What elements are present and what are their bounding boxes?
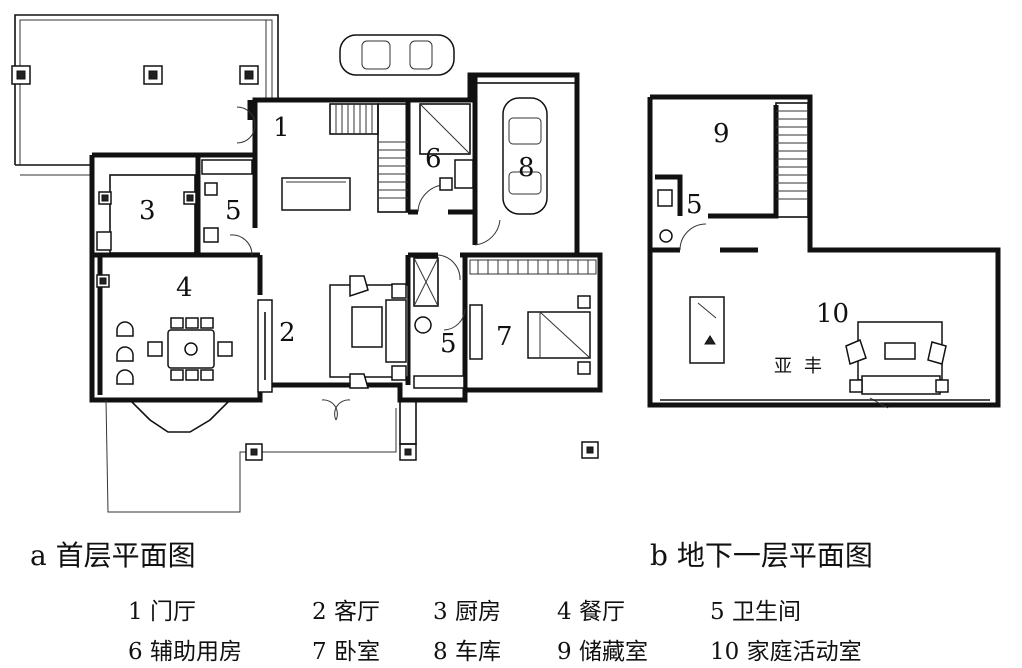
legend-item-1: 1 门厅 <box>128 599 196 625</box>
legend-item-4: 4 餐厅 <box>557 599 625 625</box>
garage-car-icon <box>502 97 548 215</box>
legend-item-10: 10 家庭活动室 <box>710 639 862 665</box>
room-number-6: 6 <box>425 144 442 174</box>
room-number-5-left: 5 <box>225 196 242 226</box>
bed <box>527 295 591 375</box>
room-number-10: 10 <box>816 299 849 329</box>
room-number-3: 3 <box>139 196 156 226</box>
room-number-5-right: 5 <box>440 329 457 359</box>
floor-plan-drawing: 亚 丰 1 2 3 4 5 6 8 5 7 9 5 10 <box>11 14 1001 513</box>
legend-item-9: 9 储藏室 <box>557 639 648 665</box>
legend-item-3: 3 厨房 <box>433 599 501 625</box>
sofa-set <box>329 275 409 389</box>
room-number-7: 7 <box>496 322 513 352</box>
legend-item-8: 8 车库 <box>433 639 501 665</box>
room-number-5-basement: 5 <box>686 190 703 220</box>
caption-basement: b 地下一层平面图 <box>650 539 873 572</box>
caption-ground-floor: a 首层平面图 <box>30 539 196 572</box>
legend-item-2: 2 客厅 <box>312 599 380 625</box>
legend-item-6: 6 辅助用房 <box>128 639 242 665</box>
room-number-9: 9 <box>713 119 730 149</box>
ground-floor-plan <box>11 14 603 513</box>
svg-text:亚: 亚 <box>774 356 792 377</box>
staircase <box>329 103 471 213</box>
legend-item-5: 5 卫生间 <box>710 599 801 625</box>
terrace <box>11 14 279 176</box>
room-number-8: 8 <box>518 153 535 183</box>
basement-plan: 亚 丰 <box>647 94 1001 409</box>
legend-item-7: 7 卧室 <box>312 639 380 665</box>
room-number-4: 4 <box>176 273 193 303</box>
room-number-1: 1 <box>273 113 290 143</box>
car-icon <box>339 34 455 76</box>
svg-text:丰: 丰 <box>804 356 822 377</box>
dining-table <box>147 317 233 381</box>
room-number-2: 2 <box>279 318 296 348</box>
